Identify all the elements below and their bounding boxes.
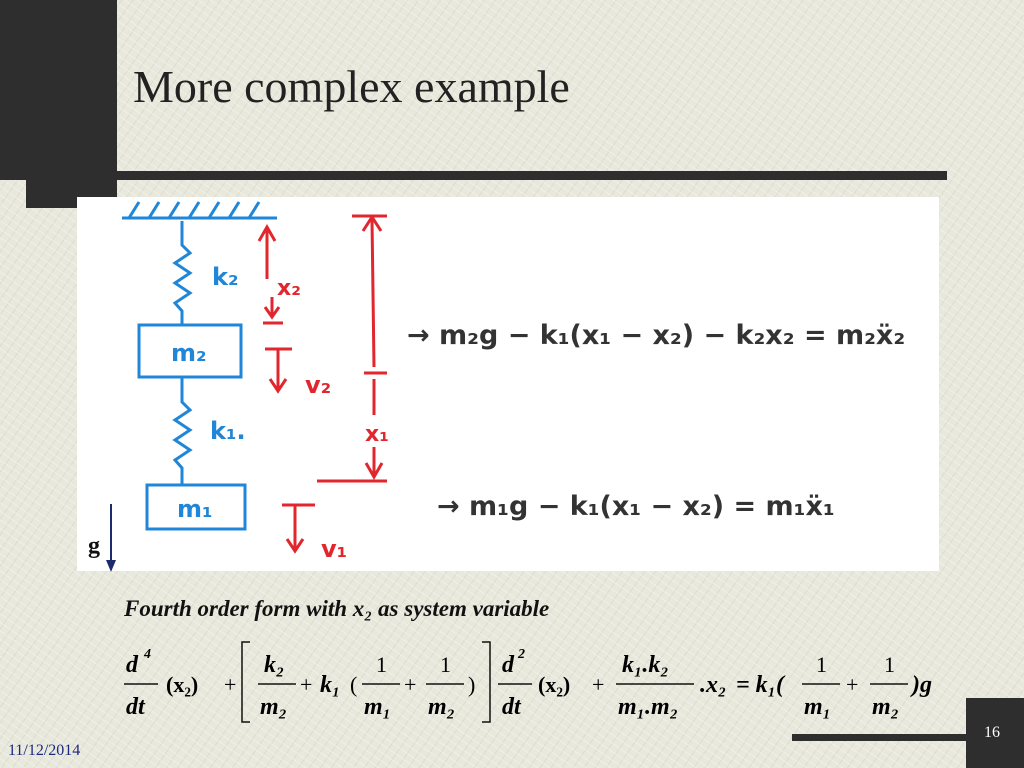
one-1: 1 bbox=[376, 652, 387, 677]
gravity-label: g bbox=[88, 533, 100, 559]
k2-numerator: k₂ bbox=[264, 652, 284, 678]
m2-den-1: m₂ bbox=[428, 694, 455, 720]
m2-den-2: m₂ bbox=[872, 694, 899, 720]
d4-power: 4 bbox=[143, 647, 151, 662]
page-number: 16 bbox=[984, 724, 1000, 741]
spring-k1 bbox=[172, 377, 193, 485]
v2-label: v₂ bbox=[305, 371, 331, 399]
x2-arrow bbox=[257, 223, 283, 325]
x2-term-2: (x₂) bbox=[538, 672, 570, 697]
equation-caption: Fourth order form with x₂ as system vari… bbox=[123, 596, 549, 621]
x2-label: x₂ bbox=[277, 276, 301, 301]
v1-arrow bbox=[282, 503, 315, 554]
slide-title-underline bbox=[0, 171, 947, 180]
one-2: 1 bbox=[440, 652, 451, 677]
plus-3: + bbox=[404, 672, 416, 697]
gravity-arrow-icon bbox=[106, 504, 116, 572]
plus-2: + bbox=[300, 672, 312, 697]
open-paren-1: ( bbox=[350, 672, 357, 697]
mass-m1-label: m₁ bbox=[177, 495, 213, 523]
d4-denominator: dt bbox=[126, 694, 146, 720]
page-number-box: 16 bbox=[966, 698, 1024, 768]
close-g: )g bbox=[910, 672, 932, 698]
d2-power: 2 bbox=[517, 647, 525, 662]
v1-label: v₁ bbox=[321, 535, 347, 563]
m1m2-denominator: m₁.m₂ bbox=[618, 694, 678, 720]
slide-bottom-rule bbox=[792, 734, 966, 741]
footer-date: 11/12/2014 bbox=[8, 742, 81, 759]
d2-denominator: dt bbox=[502, 694, 522, 720]
close-paren-1: ) bbox=[468, 672, 475, 697]
fourth-order-equation: Fourth order form with x₂ as system vari… bbox=[123, 596, 932, 723]
plus-1: + bbox=[224, 672, 236, 697]
spring-k2-label: k₂ bbox=[212, 263, 238, 291]
mass-m1-box bbox=[145, 483, 247, 531]
ceiling-support bbox=[122, 201, 277, 220]
slide-title: More complex example bbox=[133, 61, 570, 112]
mass-m2-box bbox=[137, 323, 243, 379]
k1-coef: k₁ bbox=[320, 672, 340, 698]
mass-spring-diagram: k₂ m₂ k₁. m₁ x₂ v₂ v₁ x₁ → m bbox=[122, 201, 905, 563]
equation-mass2: → m₂g − k₁(x₁ − x₂) − k₂x₂ = m₂ẍ₂ bbox=[407, 320, 905, 351]
mass-m2-label: m₂ bbox=[171, 339, 207, 367]
d4-numerator: d bbox=[126, 652, 139, 678]
slide-left-bar bbox=[0, 0, 26, 172]
one-3: 1 bbox=[816, 652, 827, 677]
d2-numerator: d bbox=[502, 652, 515, 678]
spring-k2 bbox=[172, 221, 193, 325]
m1-den-1: m₁ bbox=[364, 694, 391, 720]
x1-label: x₁ bbox=[365, 422, 389, 447]
plus-4: + bbox=[592, 672, 604, 697]
total-displacement-arrow bbox=[317, 214, 387, 483]
v2-arrow bbox=[265, 347, 292, 394]
one-4: 1 bbox=[884, 652, 895, 677]
equals-k1: = k₁( bbox=[736, 672, 786, 698]
dot-x2: .x₂ bbox=[700, 672, 726, 698]
equation-mass1: → m₁g − k₁(x₁ − x₂) = m₁ẍ₁ bbox=[437, 491, 835, 522]
plus-5: + bbox=[846, 672, 858, 697]
mass-spring-figure: k₂ m₂ k₁. m₁ x₂ v₂ v₁ x₁ → m bbox=[77, 197, 939, 571]
k1k2-numerator: k₁.k₂ bbox=[622, 652, 669, 678]
m1-den-2: m₁ bbox=[804, 694, 831, 720]
m2-denominator: m₂ bbox=[260, 694, 287, 720]
spring-k1-label: k₁. bbox=[210, 417, 246, 445]
x2-term-1: (x₂) bbox=[166, 672, 198, 697]
